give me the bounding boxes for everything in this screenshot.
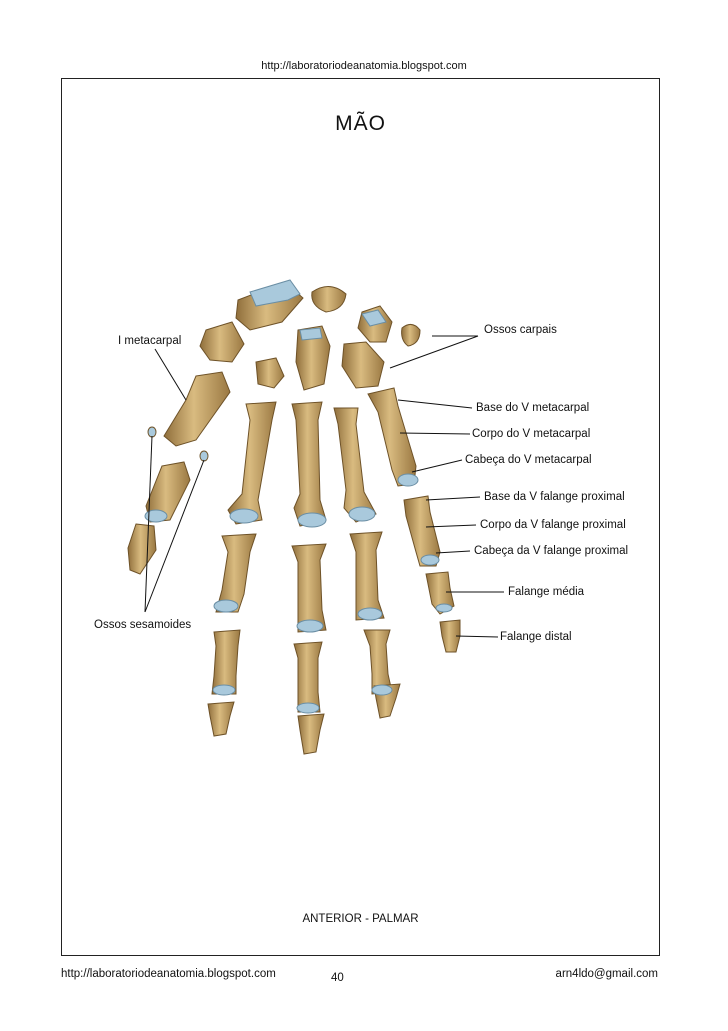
label-base-v-falange-proximal: Base da V falange proximal	[484, 491, 625, 503]
leader-line	[144, 459, 205, 613]
sesamoid-bones	[147, 426, 209, 462]
label-cabeca-v-falange-proximal: Cabeça da V falange proximal	[474, 545, 629, 557]
cartilage-cap	[397, 473, 419, 487]
leader-line	[397, 399, 473, 409]
carpal-bone	[341, 341, 385, 389]
leader-line	[399, 432, 471, 435]
leader-line	[425, 496, 481, 501]
label-cabeca-v-metacarpal: Cabeça do V metacarpal	[465, 454, 592, 466]
fourth-proximal-phalanx	[349, 531, 385, 621]
cartilage-cap	[296, 702, 320, 714]
thumb-distal-phalanx	[127, 523, 157, 575]
cartilage-cap	[348, 506, 376, 522]
carpal-bone	[295, 325, 331, 391]
cartilage-cap	[297, 512, 327, 528]
sesamoid-bone	[147, 426, 157, 438]
leader-line	[425, 524, 477, 528]
label-falange-media: Falange média	[508, 586, 585, 598]
carpal-bone	[311, 286, 347, 313]
third-distal-phalanx	[297, 713, 325, 755]
second-proximal-phalanx	[215, 533, 257, 613]
cartilage-cap	[371, 684, 393, 696]
label-ossos-carpais: Ossos carpais	[484, 324, 557, 336]
fifth-metacarpal	[367, 387, 417, 487]
third-proximal-phalanx	[291, 543, 327, 633]
thumb-proximal-phalanx	[145, 461, 191, 523]
label-base-v-metacarpal: Base do V metacarpal	[476, 402, 590, 414]
fifth-middle-phalanx	[425, 571, 455, 615]
first-metacarpal	[163, 371, 231, 447]
page-title: MÃO	[335, 112, 386, 135]
cartilage-cap	[299, 327, 323, 341]
third-metacarpal	[291, 401, 327, 527]
carpal-bone	[199, 321, 245, 363]
sesamoid-bone	[199, 450, 209, 462]
cartilage-cap	[420, 554, 440, 566]
label-ossos-sesamoides: Ossos sesamoides	[94, 619, 192, 631]
fourth-metacarpal	[333, 407, 377, 523]
cartilage-cap	[213, 599, 239, 613]
cartilage-cap	[435, 603, 453, 613]
leader-line	[144, 435, 153, 613]
leader-line	[455, 635, 499, 638]
label-i-metacarpal: I metacarpal	[118, 335, 182, 347]
leader-line	[411, 459, 463, 473]
cartilage-cap	[249, 279, 301, 307]
label-falange-distal: Falange distal	[500, 631, 572, 643]
third-middle-phalanx	[293, 641, 323, 713]
carpal-bone	[255, 357, 285, 389]
carpal-bone	[401, 324, 421, 347]
page-number: 40	[331, 972, 344, 984]
fifth-distal-phalanx	[439, 619, 461, 653]
cartilage-cap	[357, 607, 383, 621]
cartilage-caps	[249, 279, 387, 341]
label-corpo-v-metacarpal: Corpo do V metacarpal	[472, 428, 591, 440]
fourth-middle-phalanx	[363, 629, 393, 695]
cartilage-cap	[229, 508, 259, 524]
header-url[interactable]: http://laboratoriodeanatomia.blogspot.co…	[261, 60, 467, 72]
leader-line	[435, 550, 471, 554]
cartilage-cap	[144, 509, 168, 523]
cartilage-cap	[296, 619, 324, 633]
cartilage-cap	[361, 309, 387, 327]
footer-url[interactable]: http://laboratoriodeanatomia.blogspot.co…	[61, 968, 276, 980]
second-metacarpal	[227, 401, 277, 525]
leader-line	[154, 348, 187, 401]
view-caption: ANTERIOR - PALMAR	[302, 913, 419, 925]
long-bones	[127, 371, 461, 755]
leader-lines	[144, 335, 504, 638]
page-frame	[61, 78, 660, 956]
leader-line	[389, 335, 479, 369]
second-middle-phalanx	[211, 629, 241, 695]
fifth-proximal-phalanx	[403, 495, 441, 567]
label-corpo-v-falange-proximal: Corpo da V falange proximal	[480, 519, 626, 531]
joint-cartilage	[144, 473, 453, 714]
second-distal-phalanx	[207, 701, 235, 737]
footer-email[interactable]: arn4ldo@gmail.com	[555, 968, 658, 980]
cartilage-cap	[212, 684, 236, 696]
